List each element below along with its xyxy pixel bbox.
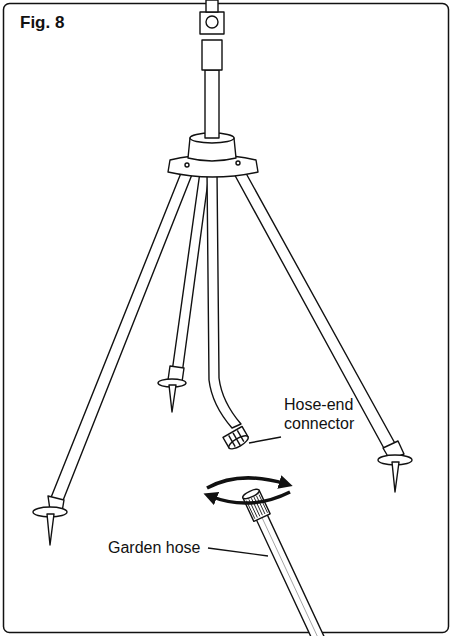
right-spike <box>392 462 399 492</box>
middle-leg <box>172 172 209 374</box>
coupling-knurl <box>259 495 267 513</box>
figure-title: Fig. 8 <box>20 13 64 32</box>
frame-border <box>4 4 449 633</box>
hub-hole <box>236 161 240 165</box>
valve-knob <box>206 16 218 28</box>
valve-body <box>200 12 224 34</box>
right-leg <box>232 166 397 452</box>
hose-end-connector <box>223 426 250 451</box>
middle-spike <box>169 385 176 412</box>
part-label: Hose-end connector <box>284 395 376 433</box>
left-leg <box>50 168 193 503</box>
leader-line <box>249 437 281 443</box>
riser-stem <box>205 70 219 138</box>
hub-hole <box>185 163 189 167</box>
top-pipe <box>206 0 218 12</box>
garden-hose <box>242 487 354 636</box>
riser-coupling <box>202 40 222 70</box>
left-spike <box>47 514 54 545</box>
leader-line <box>208 548 268 556</box>
part-label: Garden hose <box>108 538 208 557</box>
rotation-arrow <box>207 478 286 488</box>
feed-tube <box>207 172 241 428</box>
